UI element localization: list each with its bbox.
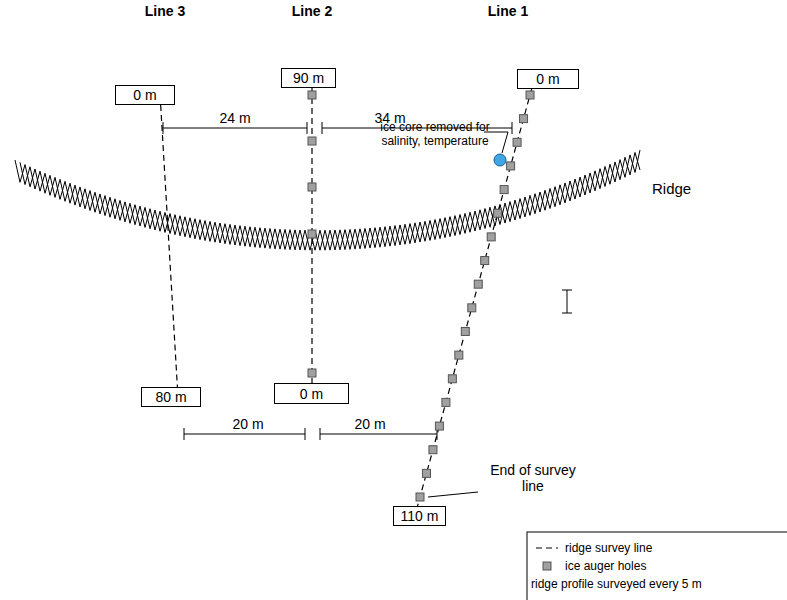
distance-box: 80 m	[141, 387, 201, 407]
ice-auger-hole	[520, 115, 528, 123]
distance-text: 110 m	[401, 508, 439, 524]
ice-auger-hole	[308, 230, 316, 238]
legend-hole-sample	[543, 562, 551, 570]
ice-auger-hole	[507, 162, 515, 170]
line-heading-text: Line 2	[292, 3, 332, 19]
line-heading: Line 1	[468, 3, 548, 19]
legend-entry: ice auger holes	[565, 559, 646, 573]
ice-auger-hole	[494, 209, 502, 217]
ice-auger-hole	[448, 375, 456, 383]
legend-box	[527, 532, 787, 600]
ice-auger-hole	[468, 304, 476, 312]
ice-auger-hole	[308, 137, 316, 145]
ice-auger-hole	[513, 138, 521, 146]
ice-auger-hole	[474, 280, 482, 288]
dimension-label: 20 m	[218, 416, 278, 432]
callout-text: ice core removed for salinity, temperatu…	[365, 121, 505, 149]
scale-bar	[562, 290, 572, 313]
dimension-bars	[163, 122, 572, 497]
legend-text: ice auger holes	[565, 559, 646, 573]
legend-line-sample	[536, 547, 558, 548]
ridge-label: Ridge	[652, 180, 722, 197]
ice-auger-hole	[435, 422, 443, 430]
line-heading-text: Line 3	[145, 3, 185, 19]
legend-text: ridge survey line	[565, 541, 652, 555]
callout-text: End of survey line	[478, 462, 588, 494]
ridge-survey-line	[161, 105, 178, 387]
ridge-zigzag	[20, 150, 640, 250]
ridge-zigzag	[15, 150, 640, 250]
distance-text: 90 m	[293, 70, 324, 86]
ridge-label-text: Ridge	[652, 180, 691, 197]
distance-text: 0 m	[536, 71, 559, 87]
distance-box: 0 m	[517, 69, 579, 89]
ice-auger-hole	[487, 233, 495, 241]
ice-auger-hole	[429, 446, 437, 454]
distance-box: 0 m	[274, 383, 349, 404]
ice-auger-hole	[308, 369, 316, 377]
callout-text-text: End of survey line	[490, 462, 576, 494]
ice-core	[494, 154, 506, 166]
dimension-label: 20 m	[340, 416, 400, 432]
line-heading: Line 3	[125, 3, 205, 19]
ice-auger-hole	[416, 493, 424, 501]
ice-auger-hole	[308, 183, 316, 191]
ice-auger-hole	[461, 327, 469, 335]
ice-auger-hole	[526, 91, 534, 99]
line-heading-text: Line 1	[488, 3, 528, 19]
dimension-label: 24 m	[205, 110, 265, 126]
ice-auger-hole	[455, 351, 463, 359]
distance-box: 0 m	[115, 85, 175, 105]
ridge-survey-line	[418, 89, 532, 506]
distance-box: 110 m	[393, 506, 446, 526]
legend-text: ridge profile surveyed every 5 m	[531, 577, 702, 591]
leader-line	[428, 492, 478, 497]
dimension-label-text: 20 m	[232, 416, 263, 432]
ice-auger-hole	[422, 469, 430, 477]
dimension-label-text: 20 m	[354, 416, 385, 432]
ice-auger-hole	[481, 257, 489, 265]
distance-box: 90 m	[281, 68, 336, 88]
distance-text: 0 m	[133, 87, 156, 103]
ice-auger-hole	[308, 91, 316, 99]
distance-text: 80 m	[155, 389, 186, 405]
legend-entry: ridge survey line	[565, 541, 652, 555]
callout-text-text: ice core removed for salinity, temperatu…	[380, 120, 489, 148]
dimension-label-text: 24 m	[219, 110, 250, 126]
distance-text: 0 m	[300, 386, 323, 402]
ice-auger-hole	[442, 398, 450, 406]
line-heading: Line 2	[272, 3, 352, 19]
legend-entry: ridge profile surveyed every 5 m	[531, 577, 702, 591]
ice-auger-hole	[500, 186, 508, 194]
